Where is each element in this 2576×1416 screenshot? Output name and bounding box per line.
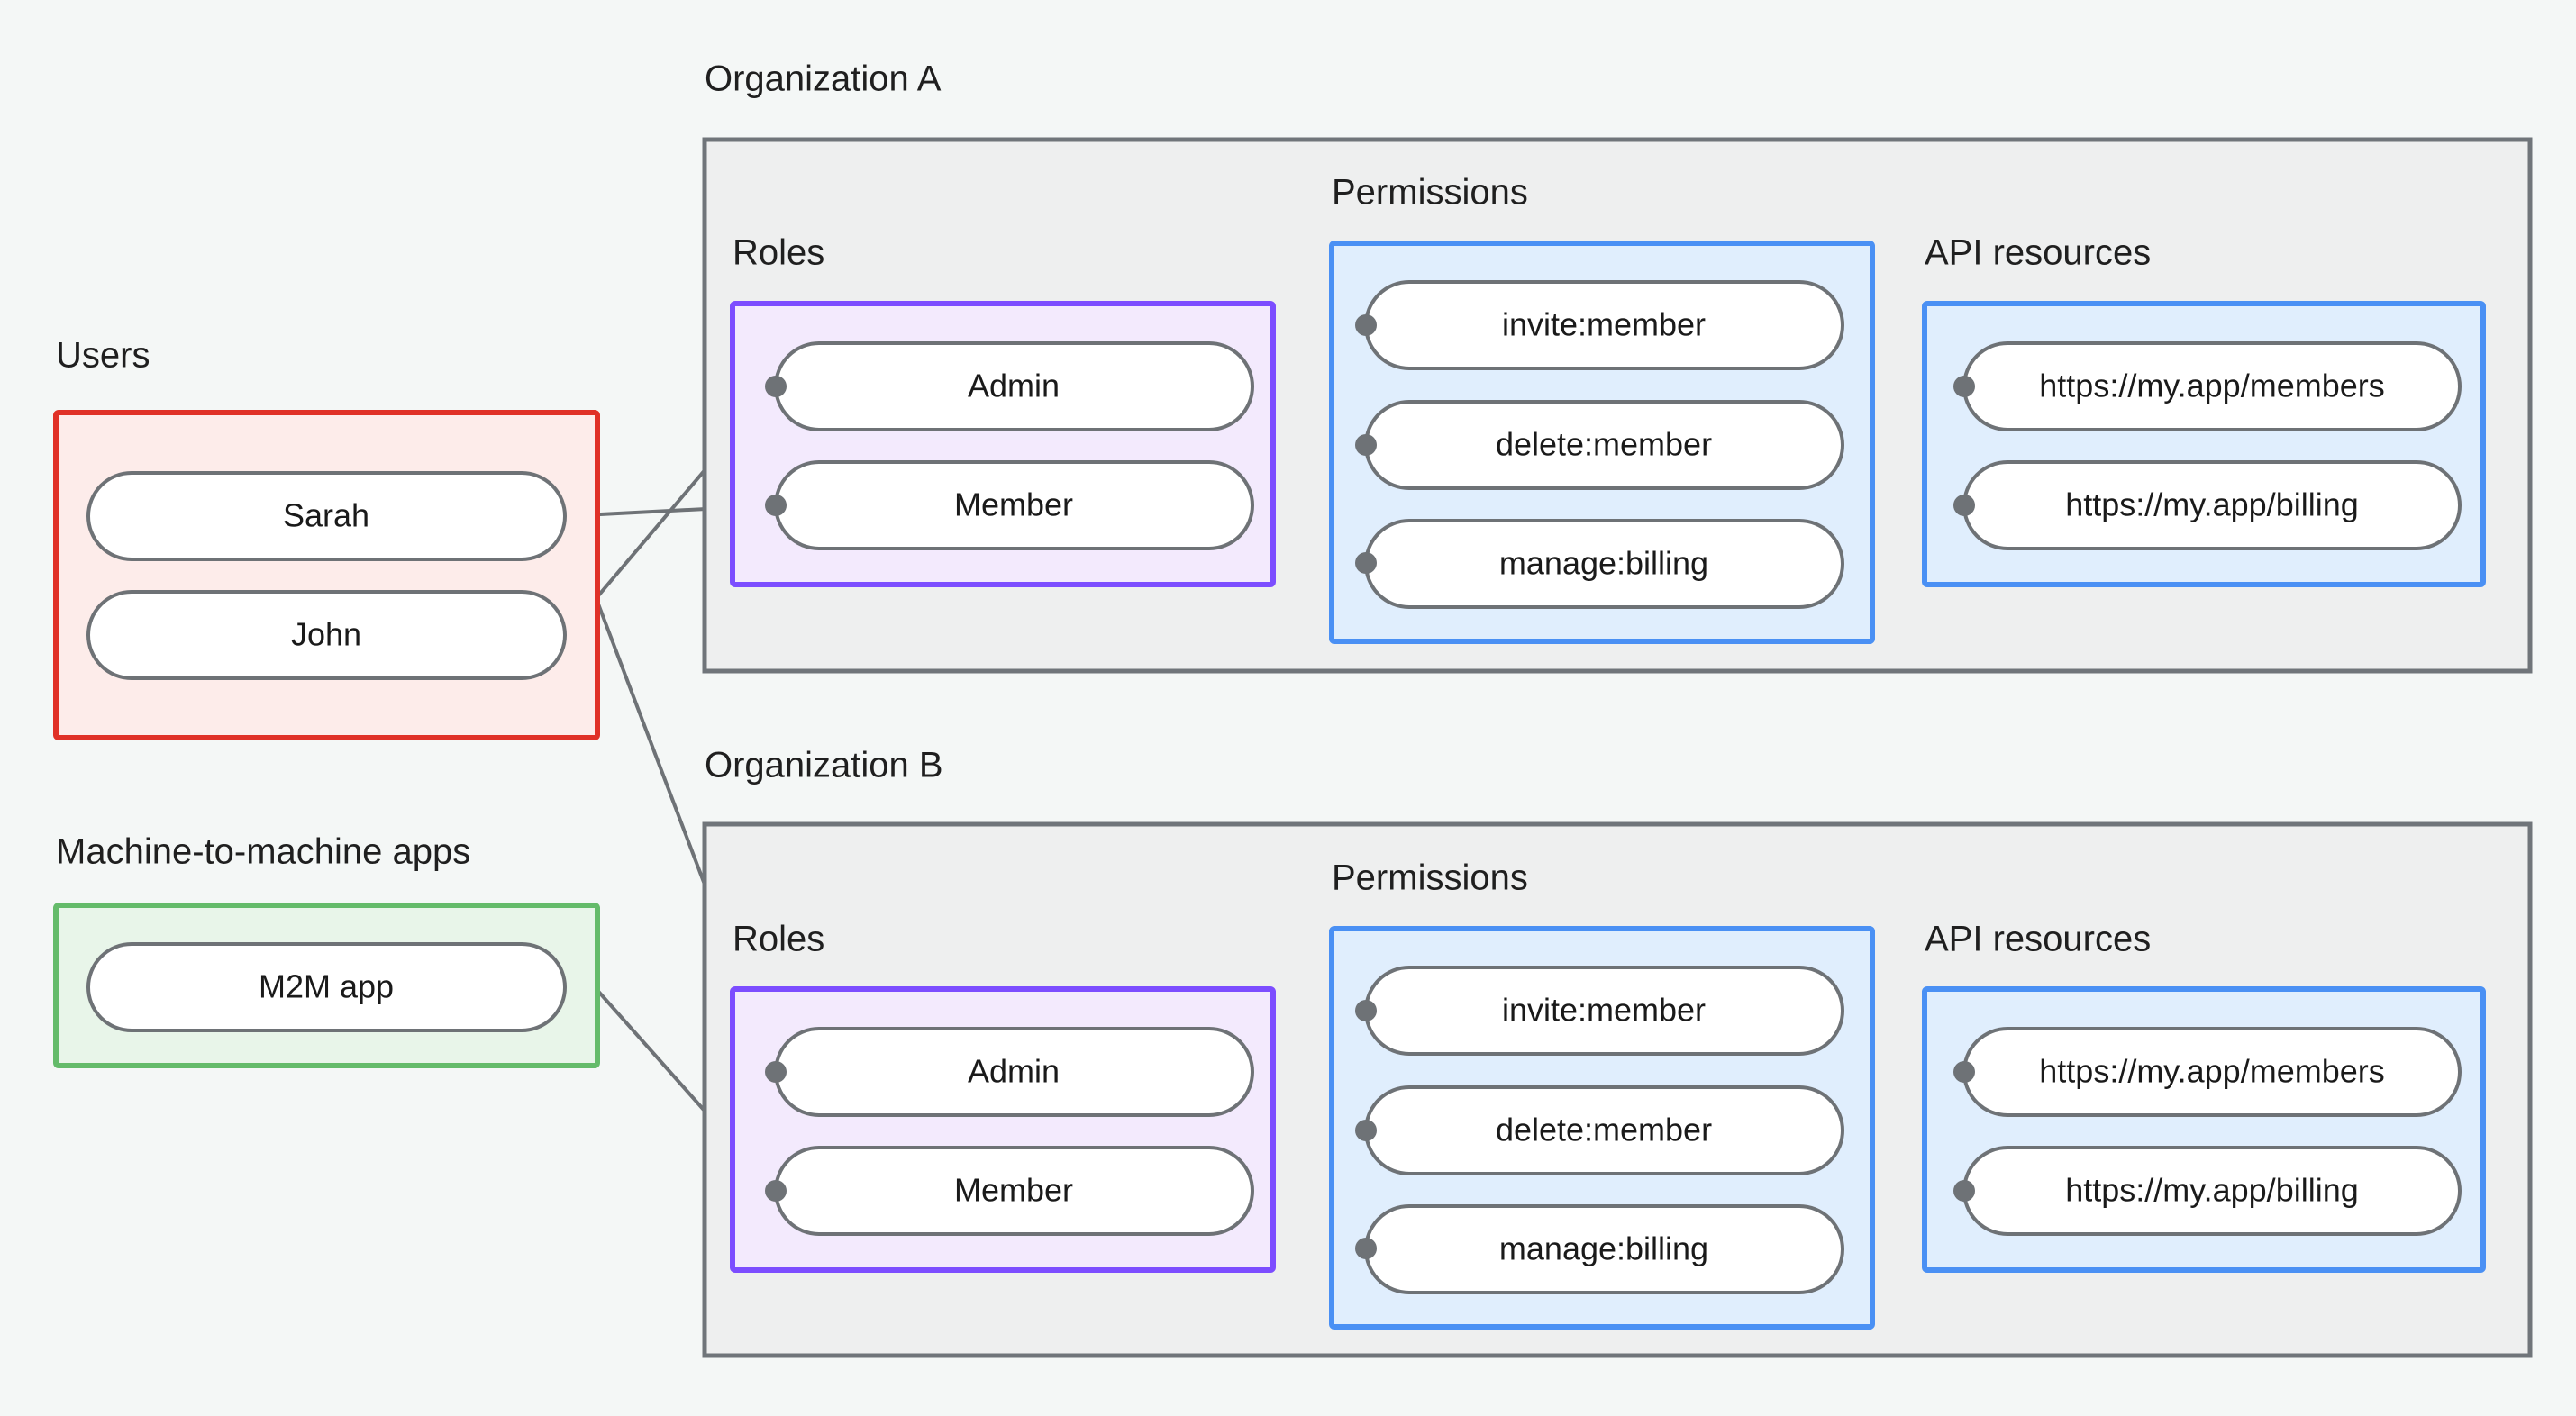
organization-a-group[interactable]: Organization A Roles Admin Member Permis… <box>702 59 2533 674</box>
m2m-app-node[interactable]: M2M app <box>86 942 567 1032</box>
orgB-api-resource-members-label: https://my.app/members <box>2039 1053 2384 1090</box>
edge-endpoint-dots <box>765 314 1975 1259</box>
user-sarah-label: Sarah <box>283 497 369 534</box>
users-container <box>53 410 600 740</box>
orgA-role-member[interactable]: Member <box>774 460 1254 550</box>
orgA-permission-manage-billing-label: manage:billing <box>1499 545 1708 582</box>
orgA-api-resources-title: API resources <box>1925 233 2151 273</box>
dot-orgA-invite-in <box>1355 314 1377 336</box>
user-john-label: John <box>291 616 361 653</box>
orgA-api-resource-members-label: https://my.app/members <box>2039 368 2384 404</box>
orgA-permission-invite-member-label: invite:member <box>1502 306 1706 343</box>
dot-orgA-billing-res-in <box>1953 495 1975 516</box>
orgA-api-resource-billing[interactable]: https://my.app/billing <box>1962 460 2462 550</box>
orgB-roles-title: Roles <box>733 920 824 959</box>
orgB-permission-delete-member[interactable]: delete:member <box>1364 1085 1844 1175</box>
dot-orgA-member-in <box>765 495 787 516</box>
user-sarah[interactable]: Sarah <box>86 471 567 561</box>
user-sarah-pill[interactable] <box>86 471 567 561</box>
orgB-api-resource-billing[interactable]: https://my.app/billing <box>1962 1146 2462 1236</box>
orgB-permission-invite-member-label: invite:member <box>1502 992 1706 1029</box>
orgA-roles-title: Roles <box>733 233 824 273</box>
user-john[interactable]: John <box>86 590 567 680</box>
orgA-api-resource-billing-label: https://my.app/billing <box>2065 486 2359 523</box>
organization-b-title: Organization B <box>705 746 943 785</box>
orgB-role-member-label: Member <box>954 1172 1073 1209</box>
dot-orgB-billing-in <box>1355 1238 1377 1259</box>
orgA-role-admin-label: Admin <box>968 368 1060 404</box>
dot-orgA-billing-in <box>1355 552 1377 574</box>
orgB-permission-invite-member[interactable]: invite:member <box>1364 966 1844 1056</box>
dot-orgA-admin-in <box>765 376 787 397</box>
dot-orgB-invite-in <box>1355 1000 1377 1021</box>
m2m-apps-title: Machine-to-machine apps <box>56 832 470 872</box>
orgB-permissions-title: Permissions <box>1332 858 1528 898</box>
orgB-api-resource-members[interactable]: https://my.app/members <box>1962 1027 2462 1117</box>
orgB-role-admin-label: Admin <box>968 1053 1060 1090</box>
orgA-permission-delete-member[interactable]: delete:member <box>1364 400 1844 490</box>
organization-a-title: Organization A <box>705 59 942 99</box>
dot-orgB-admin-in <box>765 1061 787 1083</box>
user-john-pill[interactable] <box>86 590 567 680</box>
orgB-api-resource-billing-label: https://my.app/billing <box>2065 1172 2359 1209</box>
m2m-apps-group[interactable]: Machine-to-machine apps M2M app <box>53 832 600 1068</box>
users-group[interactable]: Users Sarah John <box>53 336 600 740</box>
orgB-api-resources-title: API resources <box>1925 920 2151 959</box>
orgA-permission-delete-member-label: delete:member <box>1496 426 1712 463</box>
m2m-app-pill[interactable] <box>86 942 567 1032</box>
orgB-role-member[interactable]: Member <box>774 1146 1254 1236</box>
dot-orgA-delete-in <box>1355 434 1377 456</box>
orgB-role-admin[interactable]: Admin <box>774 1027 1254 1117</box>
dot-orgB-member-in <box>765 1180 787 1202</box>
orgA-permissions-title: Permissions <box>1332 173 1528 213</box>
orgB-permission-manage-billing[interactable]: manage:billing <box>1364 1204 1844 1294</box>
orgA-role-member-label: Member <box>954 486 1073 523</box>
dot-orgB-billing-res-in <box>1953 1180 1975 1202</box>
m2m-app-label: M2M app <box>259 968 394 1005</box>
dot-orgB-delete-in <box>1355 1120 1377 1141</box>
orgA-permission-invite-member[interactable]: invite:member <box>1364 280 1844 370</box>
orgA-permission-manage-billing[interactable]: manage:billing <box>1364 519 1844 609</box>
orgA-role-admin[interactable]: Admin <box>774 341 1254 431</box>
organization-b-group[interactable]: Organization B Roles Admin Member Permis… <box>702 746 2533 1358</box>
orgA-api-resource-members[interactable]: https://my.app/members <box>1962 341 2462 431</box>
orgB-permission-manage-billing-label: manage:billing <box>1499 1230 1708 1267</box>
dot-orgA-members-res-in <box>1953 376 1975 397</box>
orgB-permission-delete-member-label: delete:member <box>1496 1112 1712 1148</box>
users-title: Users <box>56 336 150 376</box>
dot-orgB-members-res-in <box>1953 1061 1975 1083</box>
